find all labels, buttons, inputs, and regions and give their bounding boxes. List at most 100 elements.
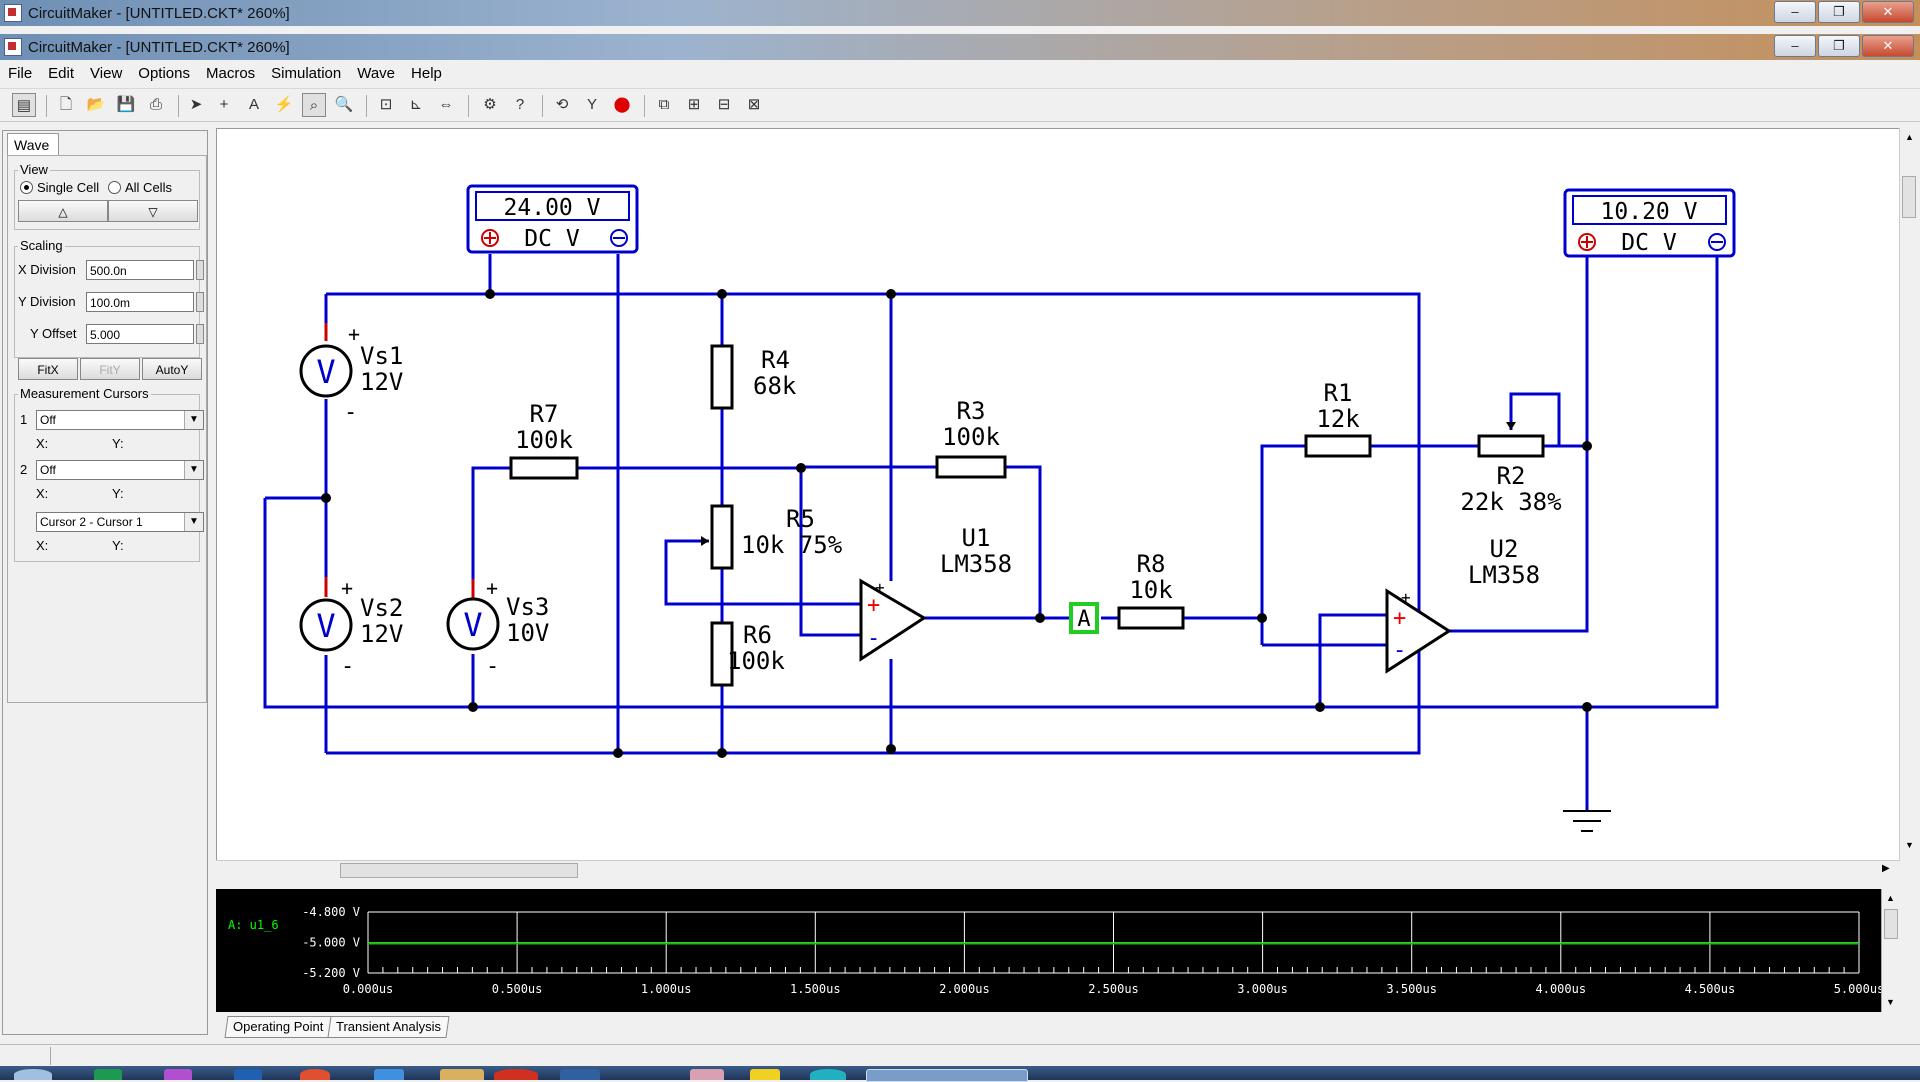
probe-tool-icon[interactable]: Y — [586, 96, 597, 113]
doc-close-button[interactable]: ✕ — [1862, 35, 1914, 57]
rotate-icon[interactable]: ⊾ — [409, 96, 423, 113]
text-icon[interactable]: A — [248, 96, 259, 113]
taskbar-app-icon[interactable] — [810, 1069, 846, 1080]
r5-name[interactable]: R5 — [786, 505, 815, 533]
menu-view[interactable]: View — [90, 64, 123, 82]
doc-minimize-button[interactable]: – — [1774, 35, 1816, 57]
tab-wave[interactable]: Wave — [7, 133, 59, 155]
tab-transient-analysis[interactable]: Transient Analysis — [327, 1016, 450, 1038]
taskbar-app-icon[interactable] — [94, 1069, 122, 1080]
menu-file[interactable]: File — [8, 64, 33, 82]
source-vs3[interactable]: V + - Vs3 10V — [446, 576, 549, 679]
voltmeter-1[interactable]: 24.00 V DC V — [466, 184, 639, 254]
schematic-canvas[interactable]: 24.00 V DC V 10.20 V DC V — [216, 128, 1900, 879]
cursor1-select[interactable]: Off▼ — [36, 410, 204, 430]
help-icon[interactable]: ? — [515, 96, 525, 113]
y-offset-spinner[interactable] — [196, 324, 204, 344]
taskbar-folder-icon[interactable] — [440, 1069, 484, 1080]
pointer-icon[interactable]: ➤ — [189, 96, 203, 113]
menu-simulation[interactable]: Simulation — [271, 64, 342, 82]
zoom-icon[interactable]: 🔍 — [334, 96, 354, 113]
scroll-right-icon[interactable]: ▶ — [1882, 863, 1890, 874]
open-folder-icon[interactable]: 📂 — [86, 96, 106, 113]
doc-restore-button[interactable]: ❐ — [1818, 35, 1860, 57]
cell-down-button[interactable]: ▽ — [108, 200, 198, 222]
all-cells-radio[interactable]: All Cells — [108, 180, 172, 195]
tab-operating-point[interactable]: Operating Point — [224, 1016, 332, 1038]
x-division-spinner[interactable] — [196, 260, 204, 280]
taskbar-app-icon[interactable] — [300, 1069, 330, 1080]
tile-horizontal-icon[interactable]: ⊞ — [687, 96, 701, 113]
menu-macros[interactable]: Macros — [205, 64, 256, 82]
voltmeter-2[interactable]: 10.20 V DC V — [1563, 188, 1736, 258]
source-vs2[interactable]: V + - Vs2 12V — [299, 576, 403, 679]
probe-a[interactable]: A — [1069, 602, 1099, 634]
u2-name[interactable]: U2 — [1490, 535, 1519, 563]
opamp-u2[interactable]: + - + — [1385, 588, 1452, 674]
fit-y-button[interactable]: FitY — [80, 358, 140, 380]
scroll-up-icon[interactable]: ▲ — [1905, 132, 1914, 142]
single-cell-radio[interactable]: Single Cell — [20, 180, 99, 195]
save-icon[interactable]: 💾 — [116, 96, 136, 113]
scroll-down-icon[interactable]: ▼ — [1905, 840, 1914, 850]
probe-icon[interactable]: ⌕ — [302, 93, 326, 117]
r6-name[interactable]: R6 — [743, 621, 772, 649]
opamp-u1[interactable]: + - + — [859, 578, 927, 662]
menu-edit[interactable]: Edit — [48, 64, 75, 82]
cascade-icon[interactable]: ⊠ — [747, 96, 761, 113]
tile-vertical-icon[interactable]: ⊟ — [717, 96, 731, 113]
taskbar-app-icon[interactable] — [494, 1069, 538, 1080]
r2-name[interactable]: R2 — [1497, 462, 1526, 490]
panel-toggle-icon[interactable]: ▤ — [12, 93, 36, 117]
r4-name[interactable]: R4 — [761, 346, 790, 374]
cursor2-select[interactable]: Off▼ — [36, 460, 204, 480]
taskbar-app-icon[interactable] — [560, 1069, 600, 1080]
cursor2-y-label: Y: — [112, 486, 124, 501]
stop-icon[interactable]: ⬤ — [613, 96, 631, 113]
maximize-button[interactable]: ❐ — [1818, 1, 1860, 23]
r3-name[interactable]: R3 — [957, 397, 986, 425]
digital-sim-icon[interactable]: ⚙ — [483, 96, 497, 113]
x-division-input[interactable]: 500.0n — [86, 260, 194, 280]
taskbar-app-icon[interactable] — [164, 1069, 192, 1080]
minimize-button[interactable]: – — [1774, 1, 1816, 23]
taskbar-circuitmaker-button[interactable] — [866, 1069, 1028, 1082]
cell-up-button[interactable]: △ — [18, 200, 108, 222]
menu-wave[interactable]: Wave — [357, 64, 396, 82]
r1-name[interactable]: R1 — [1324, 379, 1353, 407]
y-division-input[interactable]: 100.0m — [86, 292, 194, 312]
y-offset-input[interactable]: 5.000 — [86, 324, 194, 344]
auto-y-button[interactable]: AutoY — [142, 358, 202, 380]
fit-x-button[interactable]: FitX — [18, 358, 78, 380]
horizontal-scroll-thumb[interactable] — [340, 863, 578, 878]
close-button[interactable]: ✕ — [1862, 1, 1914, 23]
window-arrange-icon[interactable]: ⧉ — [658, 96, 670, 113]
r8-name[interactable]: R8 — [1137, 550, 1166, 578]
taskbar-app-icon[interactable] — [750, 1069, 780, 1080]
waveform-window[interactable]: A: u1_6 -4.800 V-5.000 V-5.200 V 0.000us… — [216, 889, 1900, 1012]
bus-icon[interactable]: ⚡ — [274, 96, 294, 113]
waveform-scrollbar[interactable]: ▲ ▼ — [1881, 889, 1900, 1012]
taskbar-app-icon[interactable] — [234, 1069, 262, 1080]
print-icon[interactable]: ⎙ — [149, 96, 162, 113]
reset-icon[interactable]: ⟲ — [555, 96, 569, 113]
r7-name[interactable]: R7 — [530, 400, 559, 428]
start-button[interactable] — [14, 1069, 52, 1080]
horizontal-scrollbar[interactable]: ▶ — [216, 860, 1900, 880]
taskbar-app-icon[interactable] — [690, 1069, 724, 1080]
vs3-name: Vs3 — [506, 593, 549, 621]
vertical-scroll-thumb[interactable] — [1902, 176, 1916, 218]
source-vs1[interactable]: V + - Vs1 12V — [299, 322, 403, 425]
wire-icon[interactable]: + — [219, 96, 229, 113]
u1-name[interactable]: U1 — [962, 524, 991, 552]
taskbar-app-icon[interactable] — [374, 1069, 404, 1080]
menu-options[interactable]: Options — [138, 64, 190, 82]
zoom-fit-icon[interactable]: ⊡ — [379, 96, 393, 113]
menu-help[interactable]: Help — [411, 64, 442, 82]
cursor2-label: 2 — [20, 462, 28, 477]
vertical-scrollbar[interactable]: ▲ ▼ — [1899, 128, 1919, 879]
cursor-diff-select[interactable]: Cursor 2 - Cursor 1▼ — [36, 512, 204, 532]
y-division-spinner[interactable] — [196, 292, 204, 312]
new-file-icon[interactable]: 🗋 — [59, 96, 73, 113]
mirror-icon[interactable]: ⇔ — [438, 96, 454, 113]
